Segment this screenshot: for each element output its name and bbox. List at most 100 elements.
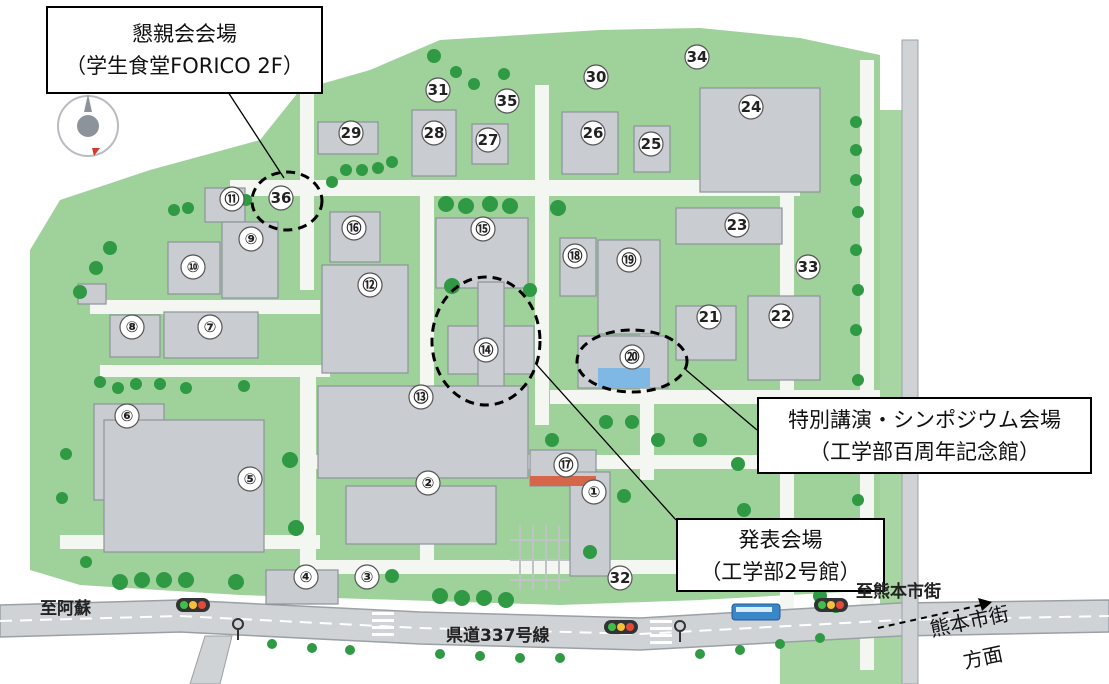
callout-presentation-subtitle: （工学部2号館） <box>700 560 861 584</box>
building-17-label: ⑰ <box>553 452 579 478</box>
callout-presentation-venue: 発表会場 （工学部2号館） <box>676 518 885 592</box>
roadside-trees <box>267 633 825 663</box>
building-20-glass <box>598 368 650 388</box>
svg-text:27: 27 <box>478 131 499 149</box>
svg-text:⑬: ⑬ <box>413 388 428 406</box>
south-branch-road <box>189 635 233 684</box>
building-10-label: ⑩ <box>180 254 206 280</box>
building-36-label: 36 <box>268 185 294 211</box>
svg-text:29: 29 <box>341 124 362 142</box>
building-7-label: ⑦ <box>197 314 223 340</box>
building-29-label: 29 <box>338 120 364 146</box>
svg-text:⑩: ⑩ <box>187 258 200 276</box>
svg-text:28: 28 <box>424 124 445 142</box>
svg-text:⑯: ⑯ <box>346 219 361 237</box>
building-12-label: ⑫ <box>357 272 383 298</box>
svg-text:26: 26 <box>583 124 604 142</box>
building-20-label: ⑳ <box>619 344 645 370</box>
highlight-14 <box>430 275 542 407</box>
building-16-label: ⑯ <box>341 215 367 241</box>
direction-arrow-icon <box>877 598 992 629</box>
building-23-label: 23 <box>724 212 750 238</box>
traffic-light-center-icon <box>604 620 638 634</box>
svg-text:⑫: ⑫ <box>362 276 377 294</box>
building-17-roof <box>530 476 596 486</box>
parking-lot <box>510 525 570 590</box>
building-24-label: 24 <box>738 94 764 120</box>
building-14-wing <box>477 281 505 393</box>
building-25-label: 25 <box>638 131 664 157</box>
road-center-line <box>0 614 1109 636</box>
svg-text:34: 34 <box>687 48 708 66</box>
building-2-shape <box>345 485 497 545</box>
building-28-label: 28 <box>421 120 447 146</box>
callout-presentation-title: 発表会場 <box>738 528 823 552</box>
svg-text:⑨: ⑨ <box>245 230 258 248</box>
svg-text:③: ③ <box>361 568 374 586</box>
building-9-shape <box>221 221 279 299</box>
svg-text:④: ④ <box>300 568 313 586</box>
building-22-label: 22 <box>768 303 794 329</box>
building-19-label: ⑲ <box>616 247 642 273</box>
building-4-label: ④ <box>293 564 319 590</box>
building-32-label: 32 <box>607 565 633 591</box>
svg-text:31: 31 <box>428 81 449 99</box>
building-8-label: ⑧ <box>119 314 145 340</box>
leader-lines <box>227 91 758 521</box>
building-13-label: ⑬ <box>408 384 434 410</box>
building-34-label: 34 <box>684 44 710 70</box>
callout-banquet-title: 懇親会会場 <box>132 22 237 46</box>
traffic-light-west-icon <box>176 598 210 612</box>
callout-lecture-title: 特別講演・シンポジウム会場 <box>788 408 1061 432</box>
svg-text:25: 25 <box>641 135 662 153</box>
svg-text:⑦: ⑦ <box>204 318 217 336</box>
building-30-label: 30 <box>583 64 609 90</box>
prefectural-road <box>0 599 1109 651</box>
svg-text:⑭: ⑭ <box>478 341 493 359</box>
building-3-label: ③ <box>354 564 380 590</box>
building-6-label: ⑥ <box>114 403 140 429</box>
bus-stop-center-icon <box>674 620 686 642</box>
callout-lecture-subtitle: （工学部百周年記念館） <box>809 440 1040 464</box>
svg-text:②: ② <box>422 474 435 492</box>
bus-icon <box>731 603 781 621</box>
svg-text:⑧: ⑧ <box>126 318 139 336</box>
building-31-label: 31 <box>425 77 451 103</box>
svg-text:⑱: ⑱ <box>567 247 582 265</box>
compass-icon <box>57 94 119 157</box>
svg-text:32: 32 <box>610 569 631 587</box>
callout-banquet-venue: 懇親会会場 （学生食堂FORICO 2F） <box>46 6 323 94</box>
building-5-label: ⑤ <box>237 466 263 492</box>
road-label-east: 至熊本市街 <box>856 582 941 602</box>
building-33-label: 33 <box>795 254 821 280</box>
building-numbers: ① ② ③ ④ ⑤ ⑥ ⑦ ⑧ ⑨ ⑩ ⑪ ⑫ ⑬ ⑭ ⑮ ⑯ ⑰ ⑱ ⑲ ⑳ … <box>114 44 821 591</box>
svg-text:①: ① <box>588 483 601 501</box>
highlight-36 <box>250 170 324 232</box>
svg-text:21: 21 <box>699 308 720 326</box>
highlight-circles <box>250 170 689 407</box>
svg-text:33: 33 <box>798 258 819 276</box>
building-14-label: ⑭ <box>473 337 499 363</box>
svg-text:30: 30 <box>586 68 607 86</box>
svg-text:⑲: ⑲ <box>621 251 636 269</box>
building-35-label: 35 <box>494 88 520 114</box>
svg-text:⑰: ⑰ <box>558 456 573 474</box>
building-9-label: ⑨ <box>238 226 264 252</box>
road-label-west: 至阿蘇 <box>40 599 91 619</box>
callout-lecture-venue: 特別講演・シンポジウム会場 （工学部百周年記念館） <box>757 397 1092 474</box>
svg-text:36: 36 <box>271 189 292 207</box>
svg-text:24: 24 <box>741 98 762 116</box>
traffic-light-east-icon <box>814 598 848 612</box>
building-18-label: ⑱ <box>562 243 588 269</box>
svg-text:⑪: ⑪ <box>224 190 239 208</box>
road-label-route: 県道337号線 <box>446 626 550 646</box>
building-2-label: ② <box>415 470 441 496</box>
building-26-label: 26 <box>580 120 606 146</box>
building-27-label: 27 <box>475 127 501 153</box>
svg-text:22: 22 <box>771 307 792 325</box>
highlight-20 <box>575 328 689 394</box>
building-21-label: 21 <box>696 304 722 330</box>
crosswalk <box>372 612 672 644</box>
bus-stop-west-icon <box>232 618 244 640</box>
